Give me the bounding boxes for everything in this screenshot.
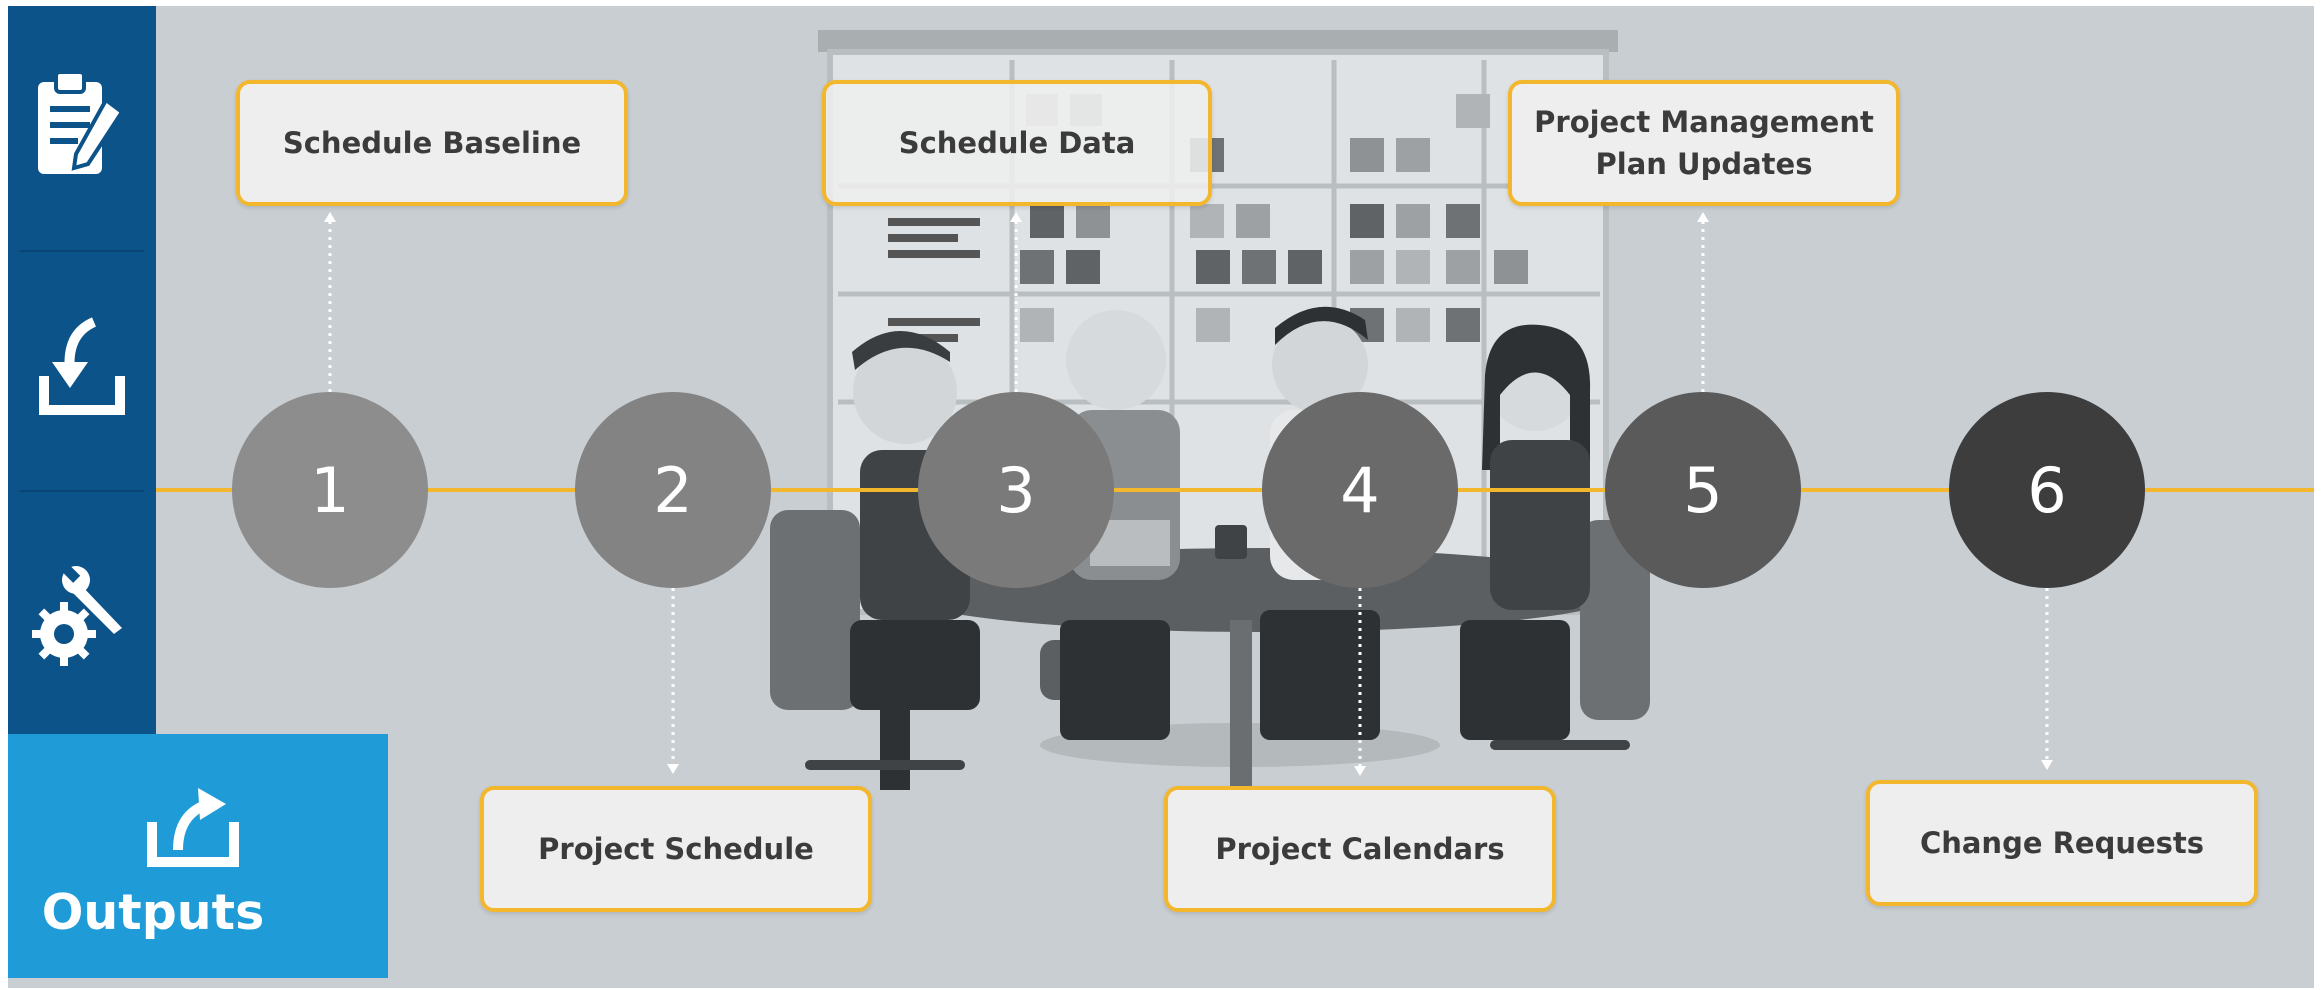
step-number-2: 2 [653, 453, 693, 527]
step-number-5: 5 [1683, 453, 1723, 527]
step-number-3: 3 [996, 453, 1036, 527]
sidebar-divider [20, 250, 144, 252]
callout-change-requests: Change Requests [1866, 780, 2258, 906]
step-number-1: 1 [310, 453, 350, 527]
outputs-label: Outputs [41, 884, 265, 941]
step-circle-1: 1 [232, 392, 428, 588]
step-circle-5: 5 [1605, 392, 1801, 588]
clipboard-edit-icon [38, 70, 125, 174]
callout-label-4: Project Calendars [1215, 832, 1505, 866]
callout-label-5: Project Management Plan Updates [1534, 105, 1874, 181]
callout-label-3: Schedule Data [898, 126, 1136, 160]
callout-project-schedule: Project Schedule [480, 786, 872, 912]
step-number-4: 4 [1340, 453, 1380, 527]
upload-tray-icon [147, 788, 239, 867]
step-circle-6: 6 [1949, 392, 2145, 588]
step-circle-4: 4 [1262, 392, 1458, 588]
callout-project-calendars: Project Calendars [1164, 786, 1556, 912]
outputs-tile: Outputs [8, 734, 388, 978]
callout-label-2: Project Schedule [538, 832, 814, 866]
gear-wrench-icon [32, 564, 122, 666]
callout-project-management-plan-updates: Project Management Plan Updates [1508, 80, 1900, 206]
callout-schedule-baseline: Schedule Baseline [236, 80, 628, 206]
callout-schedule-data: Schedule Data [822, 80, 1212, 206]
step-circle-3: 3 [918, 392, 1114, 588]
download-tray-icon [39, 317, 125, 415]
callout-label-1: Schedule Baseline [282, 126, 582, 160]
step-number-6: 6 [2027, 453, 2067, 527]
sidebar-divider [20, 490, 144, 492]
step-circle-2: 2 [575, 392, 771, 588]
callout-label-6: Change Requests [1919, 826, 2205, 860]
